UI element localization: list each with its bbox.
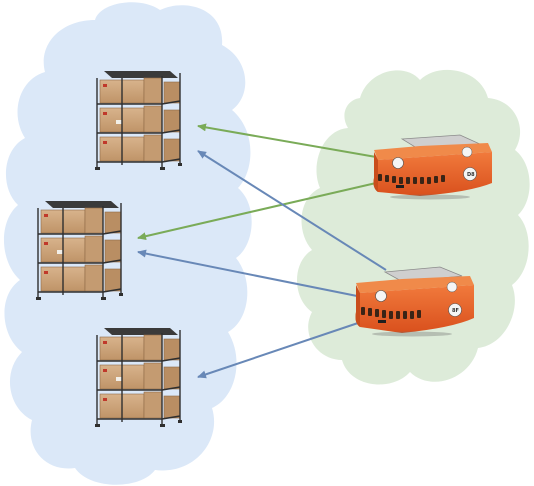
robot-bottom-id-label: 8F xyxy=(452,308,459,314)
shelf-3 xyxy=(94,327,183,428)
shelf-2 xyxy=(35,200,124,301)
arrows xyxy=(137,123,387,379)
arrow-green-robot-top-to-shelf-1 xyxy=(197,123,377,158)
arrow-green-robot-top-to-shelf-2 xyxy=(137,182,377,241)
arrow-blue-robot-bottom-to-shelf-2 xyxy=(137,249,363,298)
shelf-zone-cloud xyxy=(3,2,252,485)
robot-top: D8 xyxy=(373,134,492,200)
arrow-blue-robot-bottom-to-shelf-3 xyxy=(197,322,359,379)
arrow-blue-robot-bottom-to-shelf-1 xyxy=(197,150,387,271)
shelf-1 xyxy=(94,70,183,171)
robot-top-id-label: D8 xyxy=(467,172,475,178)
robot-bottom: 8F xyxy=(355,266,474,337)
robot-zone-cloud xyxy=(297,69,530,385)
